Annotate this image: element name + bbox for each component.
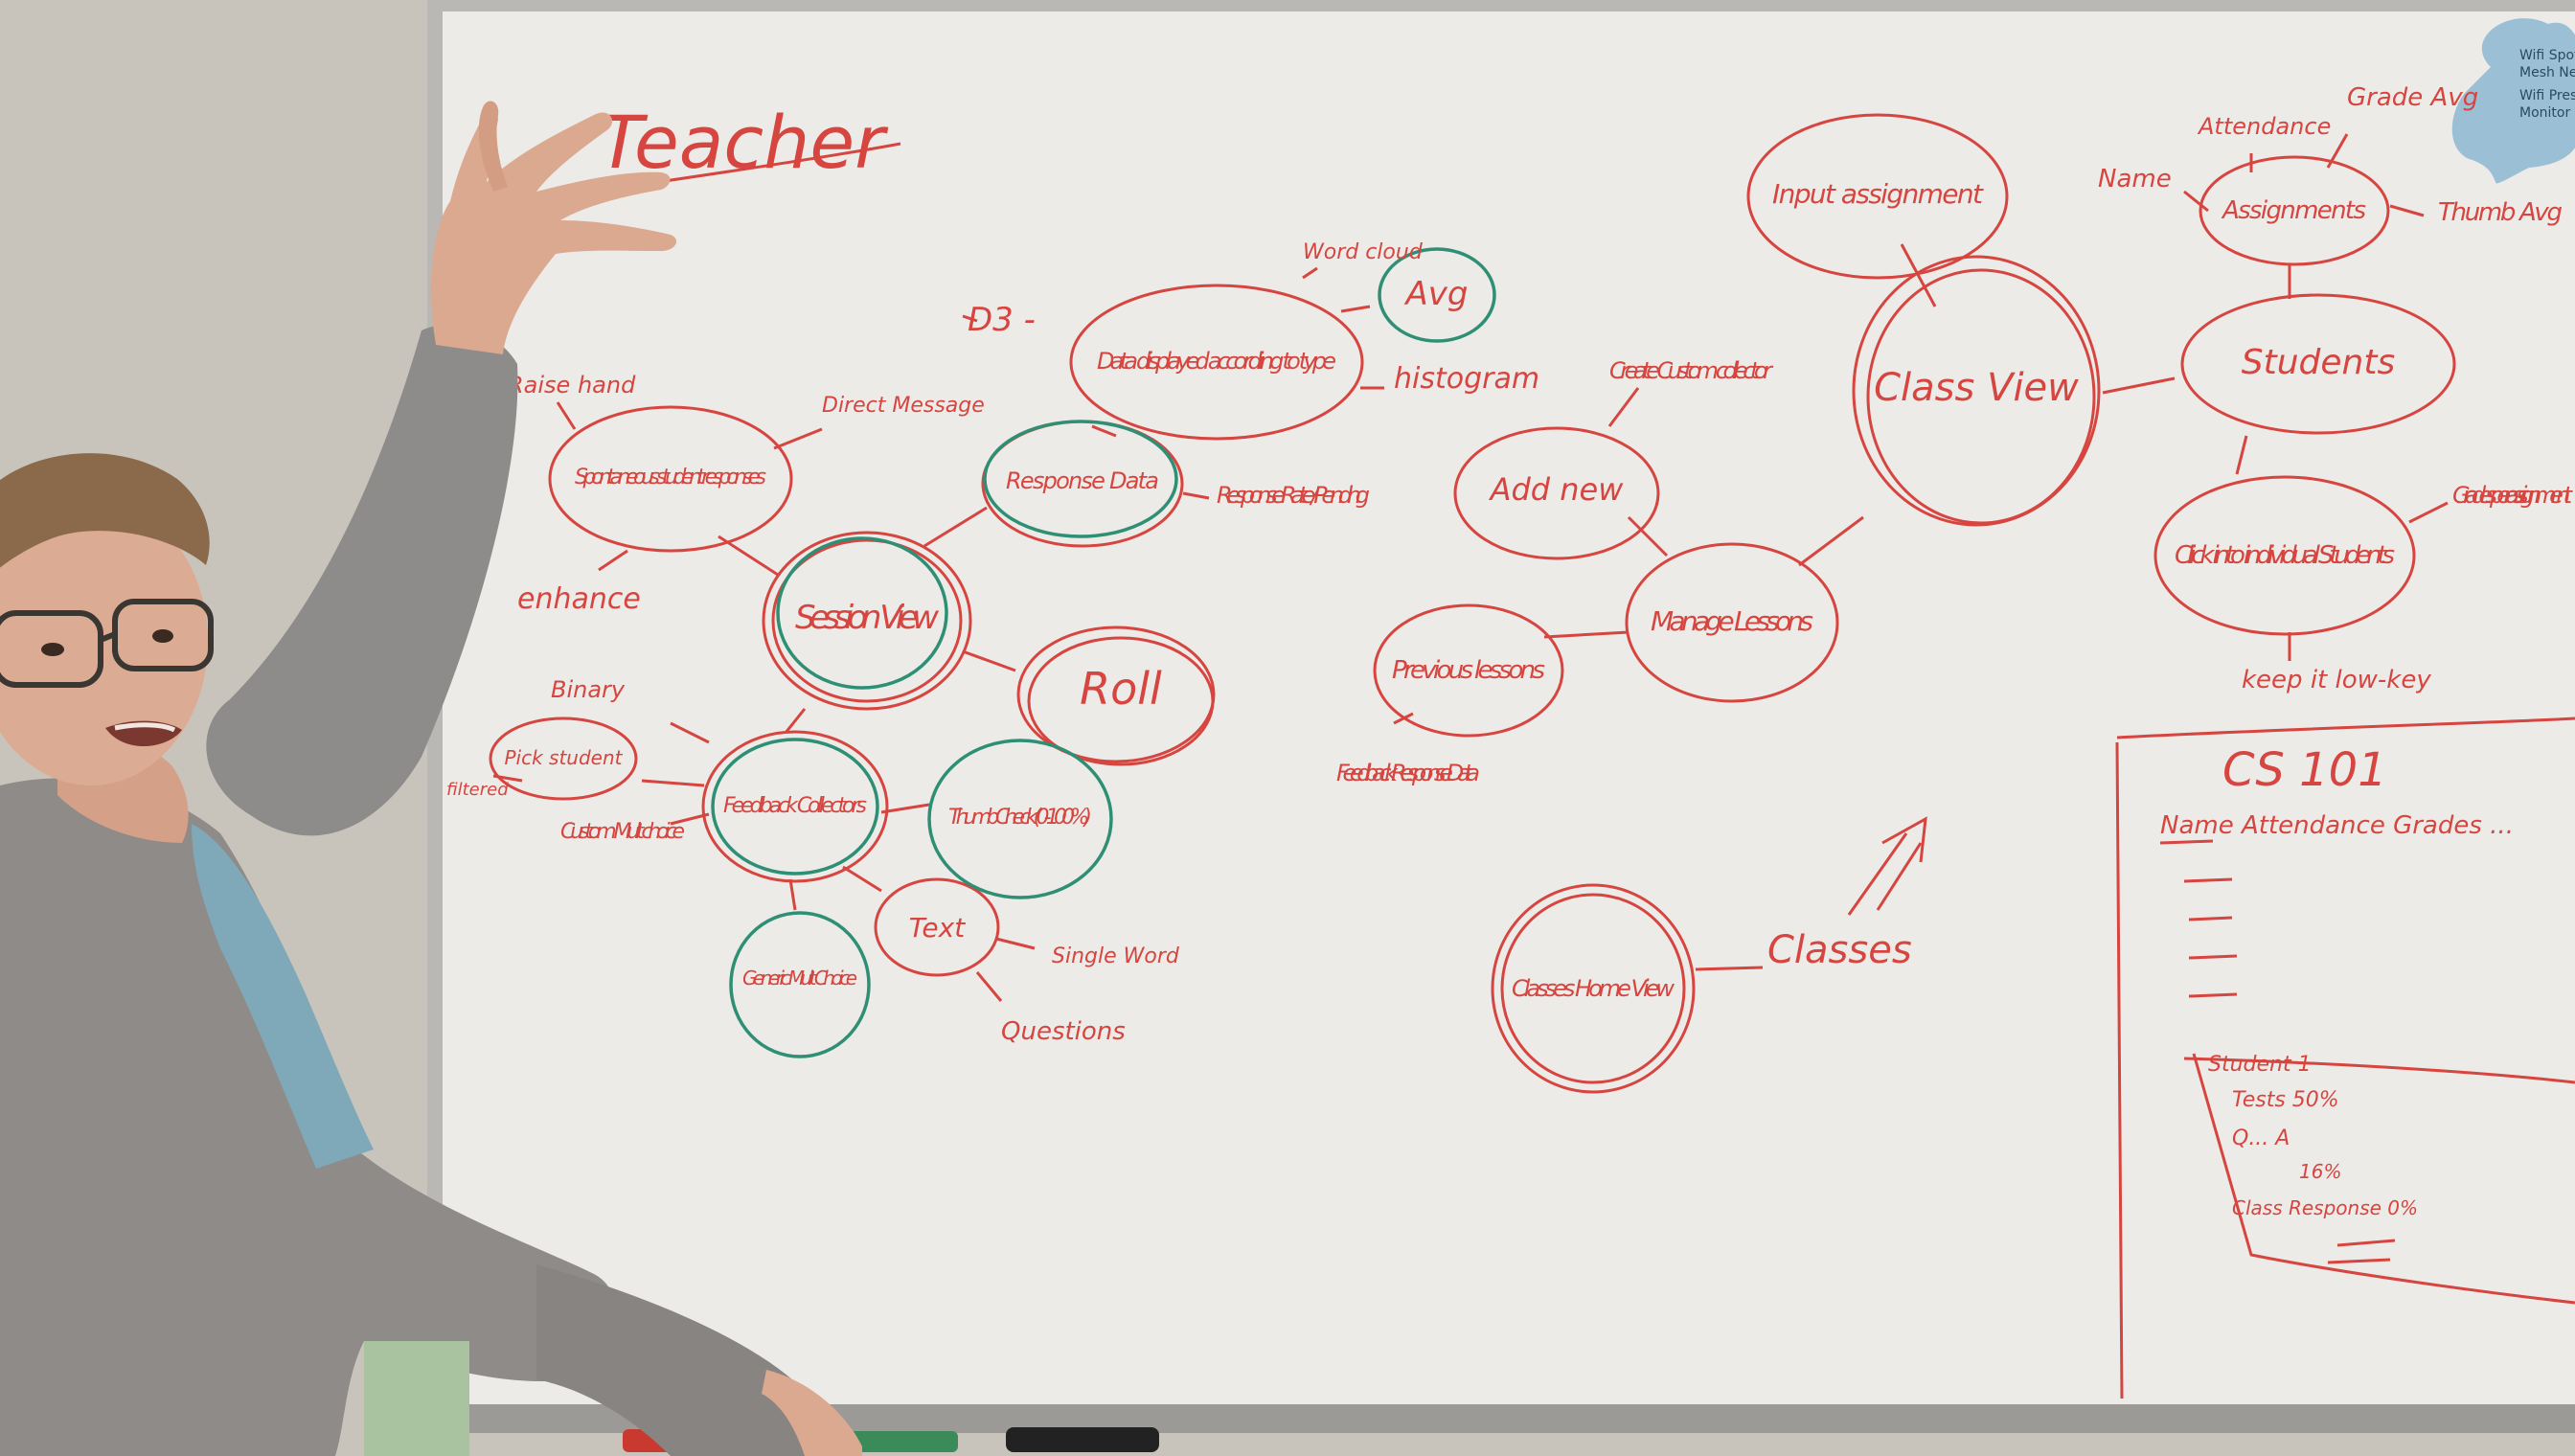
head <box>0 498 208 785</box>
node-classes-home: Classes Home View <box>1512 975 1675 1002</box>
node-class-view: Class View <box>1874 366 2079 410</box>
person <box>0 101 862 1456</box>
node-session-view: Session View <box>795 599 939 637</box>
node-generic-mult: Generic Mult Choice <box>742 967 857 990</box>
marker-black[interactable] <box>1006 1427 1159 1452</box>
raised-arm <box>206 325 518 836</box>
raised-hand <box>431 108 677 354</box>
node-text: Text <box>909 912 966 944</box>
node-roll: Roll <box>1080 663 1162 715</box>
node-data-displayed: Data displayed according to type <box>1097 348 1336 375</box>
glasses <box>0 599 214 688</box>
node-assignments: Assignments <box>2221 196 2366 225</box>
node-input-assignment: Input assignment <box>1772 178 1984 210</box>
label-single-word: Single Word <box>1052 944 1180 968</box>
node-manage-lessons: Manage Lessons <box>1651 605 1813 637</box>
label-thumb-avg: Thumb Avg <box>2438 198 2563 227</box>
label-custom-mult: Custom Mult choice <box>560 820 685 844</box>
sticky-note: Wifi Spot Mesh Network Wifi Presence Mon… <box>2451 18 2575 184</box>
label-grades-per: Grades per assignment <box>2452 482 2574 509</box>
node-response-data: Response Data <box>1006 467 1159 494</box>
green-strokes <box>711 247 1496 1058</box>
mindmap-strokes <box>489 113 2575 1399</box>
label-raise-hand: Raise hand <box>508 372 636 398</box>
sticky-note-line-3: Wifi Presence <box>2519 88 2575 103</box>
node-spontaneous: Spontaneous student responses <box>575 466 766 489</box>
label-filtered: filtered <box>446 780 509 800</box>
label-questions: Questions <box>1001 1017 1126 1046</box>
lower-arm <box>536 1264 832 1456</box>
cs101-student-line-4: 16% <box>2299 1160 2341 1183</box>
cs101-title: CS 101 <box>2222 743 2387 797</box>
sticky-note-line-4: Monitor <box>2519 105 2570 121</box>
label-feedback-response: Feedback Response Data <box>1336 760 1480 786</box>
label-keep-it: keep it low-key <box>2242 666 2431 694</box>
cs101-student-line-1: Student 1 <box>2208 1053 2312 1077</box>
node-add-new: Add new <box>1489 471 1625 508</box>
label-response-rate: Response Rate / Pending <box>1217 482 1370 509</box>
node-click-into: Click into individual Students <box>2175 541 2395 570</box>
label-classes: Classes <box>1767 928 1912 972</box>
label-direct-message: Direct Message <box>822 394 985 418</box>
board-title: Teacher <box>599 100 889 185</box>
sticky-note-line-1: Wifi Spot <box>2519 48 2575 63</box>
node-thumb-check: Thumb Check (0-100%) <box>948 806 1092 830</box>
node-students: Students <box>2242 343 2395 382</box>
label-word-cloud: Word cloud <box>1303 240 1424 264</box>
hair <box>0 453 210 568</box>
node-avg: Avg <box>1404 275 1469 313</box>
node-previous-lessons: Previous lessons <box>1392 656 1545 685</box>
label-binary: Binary <box>551 676 626 703</box>
cs101-student-line-2: Tests 50% <box>2232 1088 2339 1112</box>
cs101-columns: Name Attendance Grades ... <box>2160 811 2514 840</box>
node-feedback-collectors: Feedback Collectors <box>723 794 867 818</box>
node-pick-student: Pick student <box>504 746 623 769</box>
label-enhance: enhance <box>517 582 641 616</box>
cs101-student-line-5: Class Response 0% <box>2232 1196 2418 1219</box>
label-attendance: Attendance <box>2197 113 2331 140</box>
plaid-shirt <box>192 824 374 1169</box>
label-name: Name <box>2098 165 2172 193</box>
label-histogram: histogram <box>1394 362 1539 396</box>
label-grade-avg: Grade Avg <box>2347 83 2478 112</box>
label-d3: D3 - <box>968 301 1036 339</box>
label-create-custom: Create Custom collector <box>1609 357 1774 384</box>
sticky-note-line-2: Mesh Network <box>2519 65 2575 80</box>
cs101-student-line-3: Q... A <box>2232 1126 2290 1150</box>
marker-green[interactable] <box>843 1431 958 1452</box>
